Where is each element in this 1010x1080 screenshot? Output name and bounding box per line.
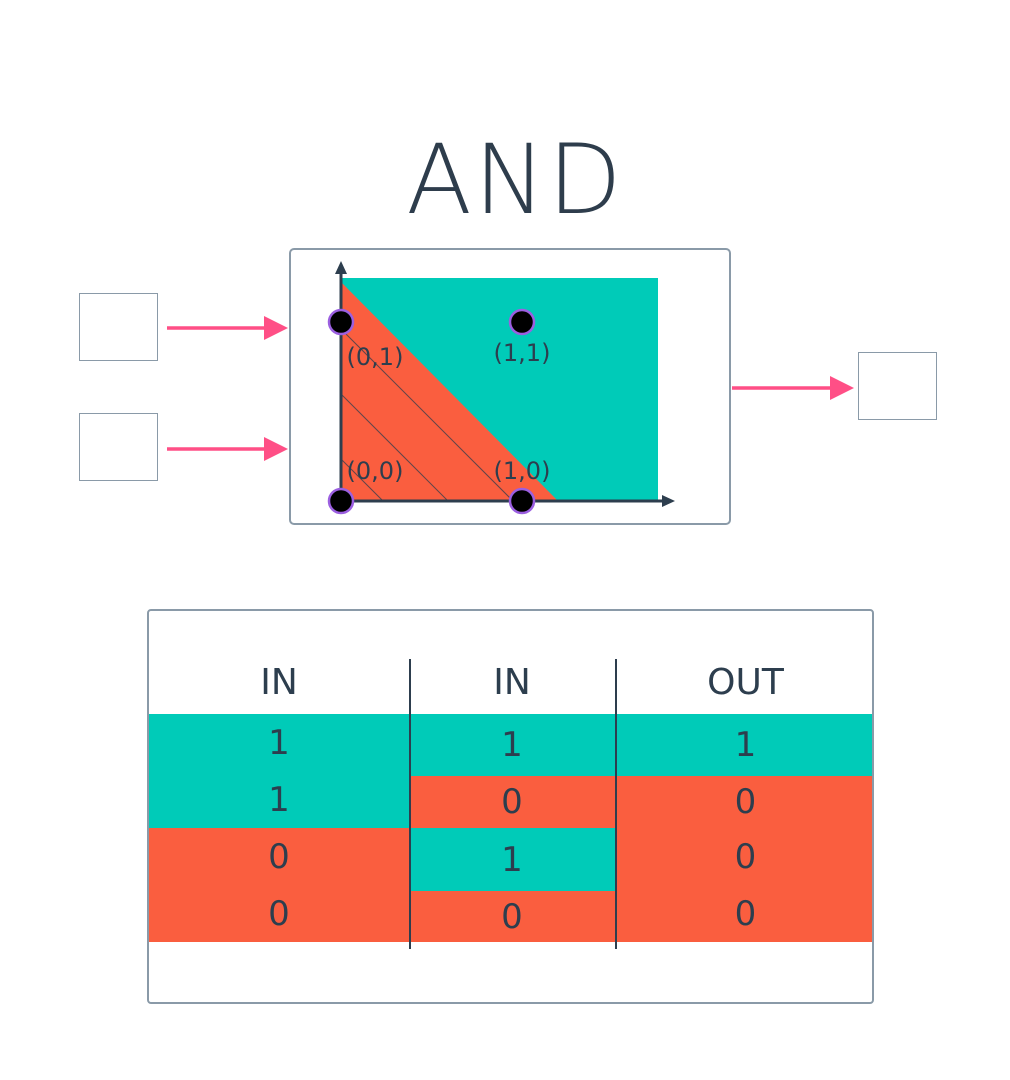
cell-r4-c3: 0 xyxy=(615,885,872,942)
cell-r1-c3: 1 xyxy=(615,714,872,776)
cell-r2-c1: 1 xyxy=(149,772,409,828)
cell-r3-c2: 1 xyxy=(409,828,615,891)
hatch-lines xyxy=(342,329,513,500)
cell-r2-c2: 0 xyxy=(409,776,615,828)
point-0-0 xyxy=(327,487,355,515)
cell-r3-c1: 0 xyxy=(149,828,409,885)
negative-region xyxy=(342,283,557,500)
input-box-2 xyxy=(79,413,158,481)
point-0-1 xyxy=(327,308,355,336)
truth-table: IN IN OUT 1 1 0 0 1 0 1 0 1 0 0 0 xyxy=(147,609,874,1004)
output-arrow xyxy=(732,376,854,400)
point-1-1 xyxy=(508,308,536,336)
page-title: AND xyxy=(406,124,624,236)
header-in-2: IN xyxy=(493,661,531,703)
header-in-1: IN xyxy=(260,661,298,703)
input-arrow-1 xyxy=(167,316,288,340)
header-out: OUT xyxy=(707,661,784,703)
cell-r1-c2: 1 xyxy=(409,714,615,776)
cell-r4-c2: 0 xyxy=(409,891,615,942)
column-divider-1 xyxy=(409,659,411,949)
point-1-0 xyxy=(508,487,536,515)
label-point-0-1: (0,1) xyxy=(347,343,404,371)
cell-r3-c3: 0 xyxy=(615,828,872,885)
perceptron-diagram: (0,1) (1,1) (0,0) (1,0) xyxy=(167,248,854,525)
cell-r2-c3: 0 xyxy=(615,776,872,828)
column-divider-2 xyxy=(615,659,617,949)
input-box-1 xyxy=(79,293,158,361)
cell-r4-c1: 0 xyxy=(149,885,409,942)
label-point-1-1: (1,1) xyxy=(494,339,551,367)
label-point-0-0: (0,0) xyxy=(347,457,404,485)
cell-r1-c1: 1 xyxy=(149,714,409,772)
input-arrow-2 xyxy=(167,437,288,461)
x-axis xyxy=(341,495,675,507)
label-point-1-0: (1,0) xyxy=(494,457,551,485)
output-box xyxy=(858,352,937,420)
